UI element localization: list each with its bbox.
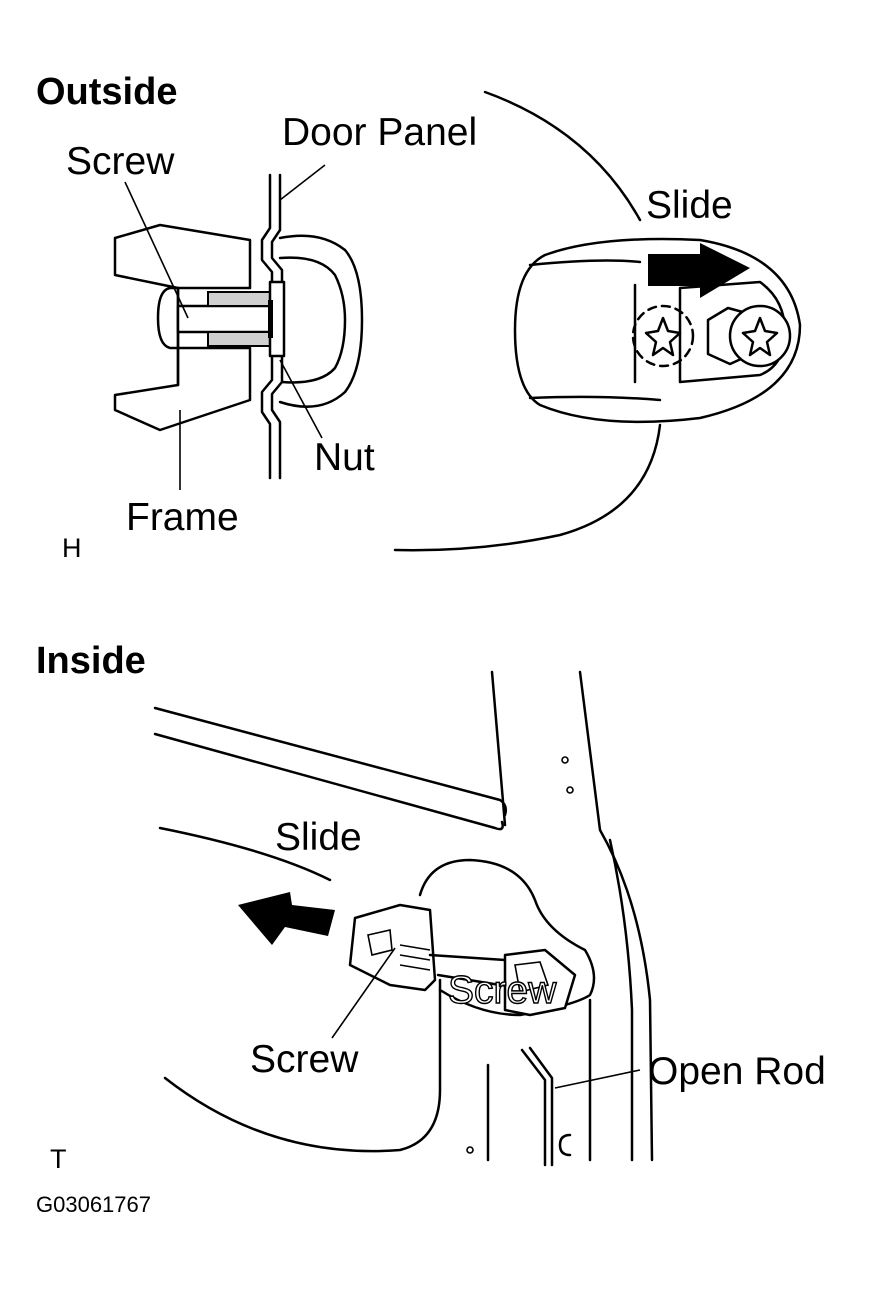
leader-screw (124, 181, 189, 319)
label-open-rod: Open Rod (648, 1050, 826, 1093)
inside-section: Inside Slide Screw Screw Open Rod T (36, 640, 826, 1174)
corner-mark-outside: H (62, 533, 82, 563)
figure-code: G03061767 (36, 1192, 151, 1217)
label-screw-inside: Screw (250, 1038, 359, 1081)
leader-screw-inside (331, 947, 396, 1039)
outside-section: Outside Door Panel Screw Slide Nut Frame… (36, 71, 802, 563)
label-door-panel: Door Panel (282, 111, 477, 154)
slide-arrow-left (238, 892, 335, 945)
outside-heading: Outside (36, 71, 177, 113)
label-screw-outside: Screw (66, 140, 175, 183)
label-slide-outside: Slide (646, 184, 733, 227)
label-frame: Frame (126, 496, 239, 539)
leader-nut (279, 359, 323, 439)
label-slide-inside: Slide (275, 816, 362, 859)
screw-and-nut (176, 280, 286, 358)
handle-body-section (278, 234, 364, 408)
leader-open-rod (554, 1069, 641, 1089)
label-screw-overlay: Screw (448, 969, 557, 1012)
inner-door-panel (153, 670, 654, 1162)
door-outline-top (483, 90, 642, 222)
door-outline-bottom (393, 423, 662, 552)
outside-handle-view (513, 237, 802, 424)
frame-cross-section (113, 223, 252, 432)
leader-door-panel (279, 164, 326, 201)
slide-arrow-right (648, 243, 750, 298)
inside-handle-assembly (348, 858, 596, 1167)
corner-mark-inside: T (50, 1144, 67, 1174)
inside-heading: Inside (36, 640, 146, 682)
label-nut: Nut (314, 436, 375, 479)
